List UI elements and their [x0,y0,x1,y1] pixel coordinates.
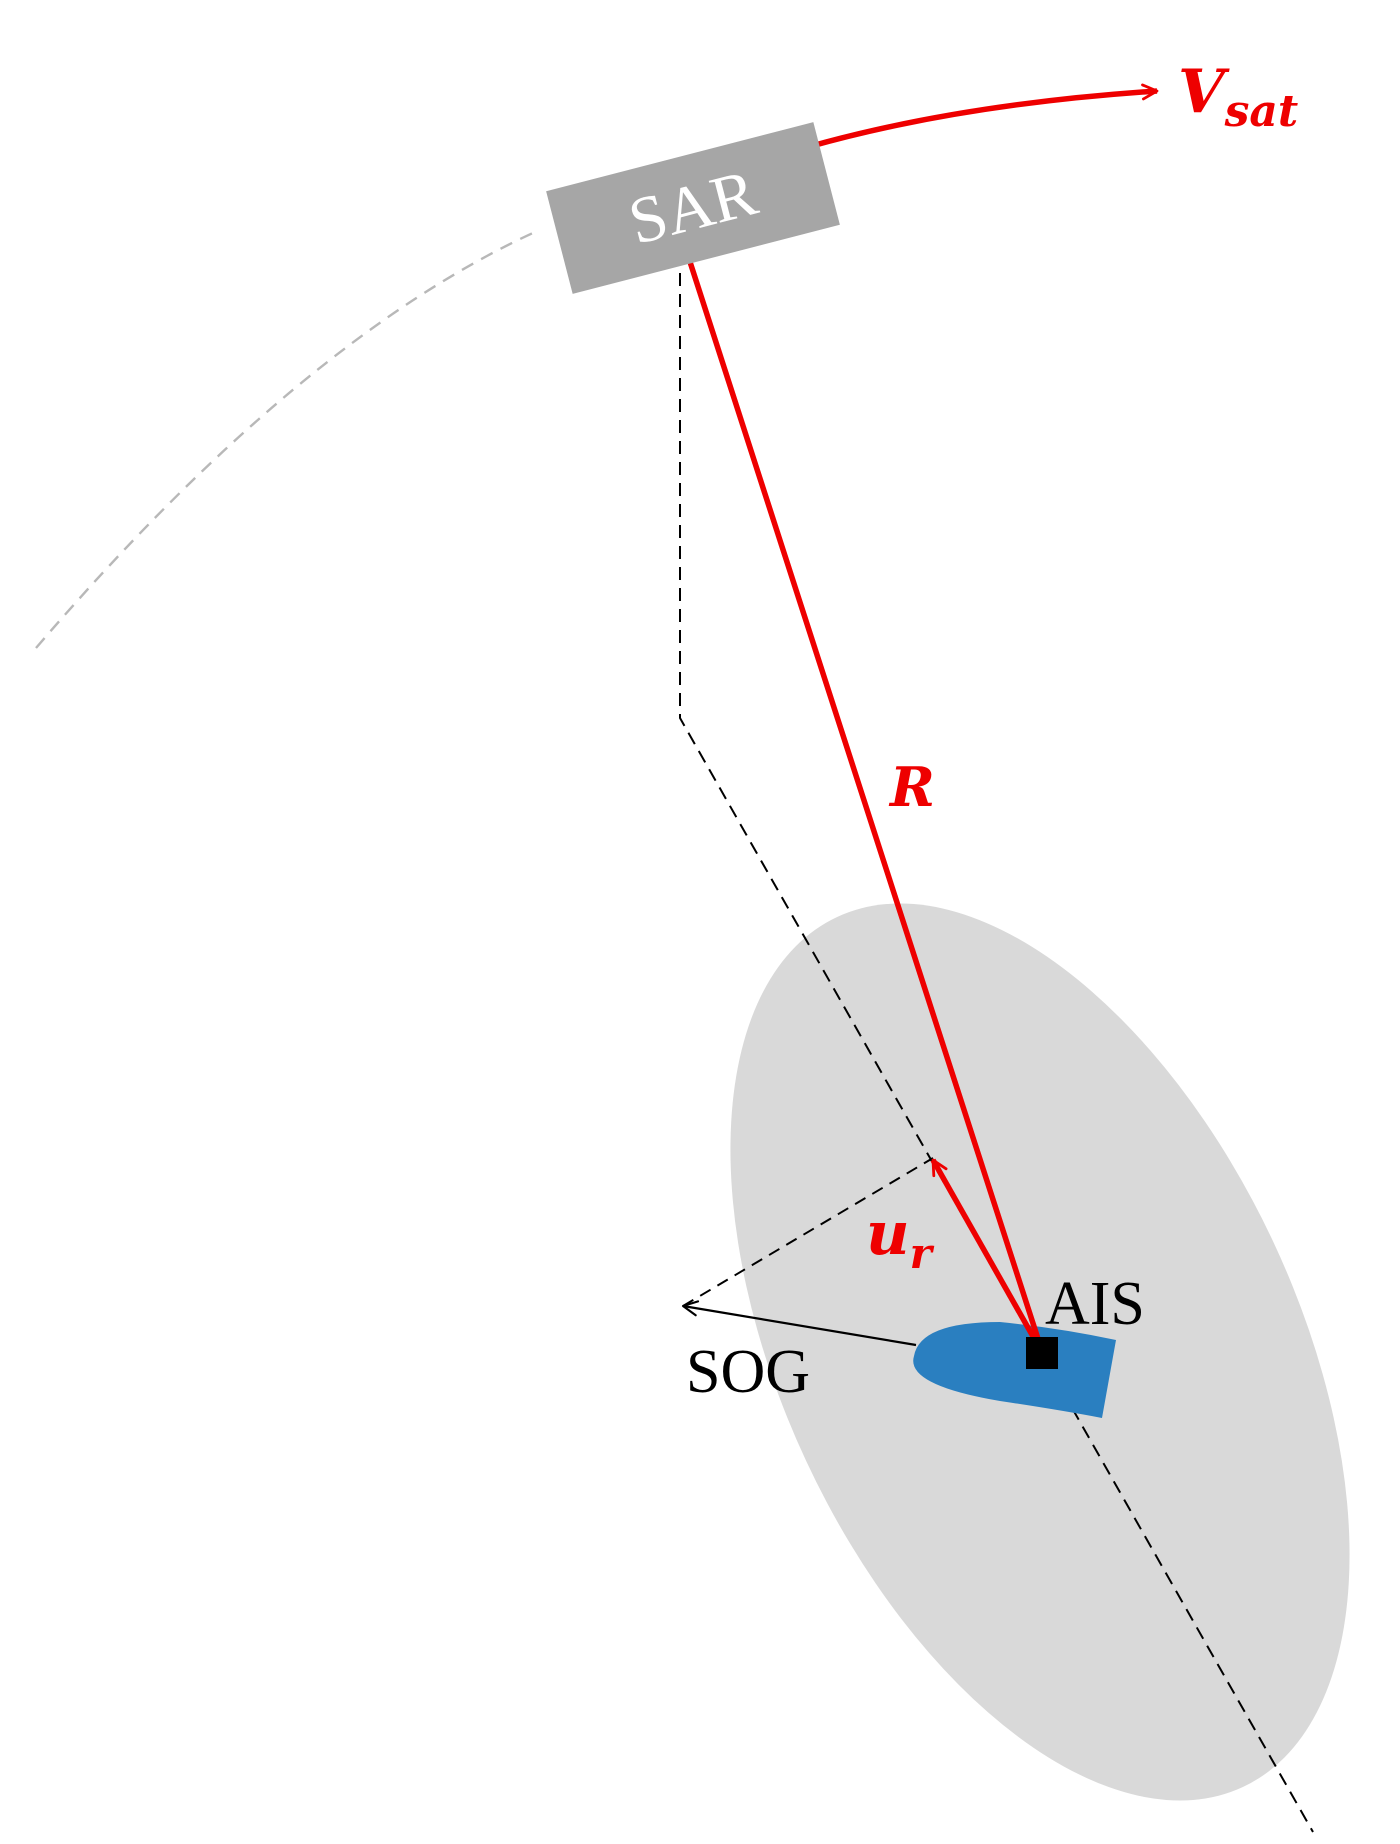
ais-position-marker [1026,1337,1058,1369]
ship-shape [913,1322,1116,1418]
radial-unit-vector [930,1158,1038,1342]
ground-track-line [679,252,1314,1833]
sog-label: SOG [686,1338,810,1406]
radial-unit-label: ur [866,1199,935,1278]
range-vector [678,233,1043,1346]
satellite-velocity-vector [807,83,1159,150]
sog-vector [681,1300,917,1347]
projection-line [682,1157,934,1307]
radial-unit-symbol: u [866,1199,910,1269]
sar-satellite: SAR [546,122,840,294]
radial-unit-subscript: r [910,1229,935,1278]
ais-label: AIS [1045,1270,1145,1338]
sar-satellite-body [546,122,840,294]
satellite-velocity-label: Vsat [1178,57,1298,137]
satellite-velocity-symbol: V [1178,57,1230,127]
satellite-velocity-subscript: sat [1224,86,1299,137]
orbit-track [35,230,536,649]
range-label: R [888,755,935,819]
